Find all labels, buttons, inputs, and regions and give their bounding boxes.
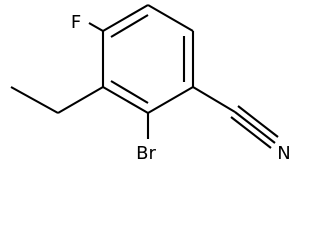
ring-double-bond-top	[110, 14, 149, 38]
bromine-label: Br	[136, 143, 156, 164]
benzene-ring	[101, 4, 195, 114]
molecule-structure-diagram: F Br N	[10, 4, 291, 164]
ring-bond-bottom-right	[147, 86, 194, 114]
triple-bond-lower	[230, 116, 272, 149]
ring-bond-top	[102, 4, 149, 32]
ring-bond-top-right	[147, 4, 194, 32]
triple-bond-upper	[237, 105, 279, 138]
fluorine-bond	[88, 22, 104, 32]
nitrogen-label: N	[277, 143, 290, 164]
ring-double-bond-bottom	[110, 80, 149, 104]
fluorine-label: F	[71, 12, 81, 33]
ethyl-bond-2	[10, 86, 59, 114]
substituents	[10, 22, 279, 149]
ring-bond-bottom-left	[102, 86, 149, 114]
nitrile-bond	[192, 86, 236, 113]
triple-bond-center	[234, 111, 276, 144]
ethyl-bond-1	[57, 86, 104, 114]
